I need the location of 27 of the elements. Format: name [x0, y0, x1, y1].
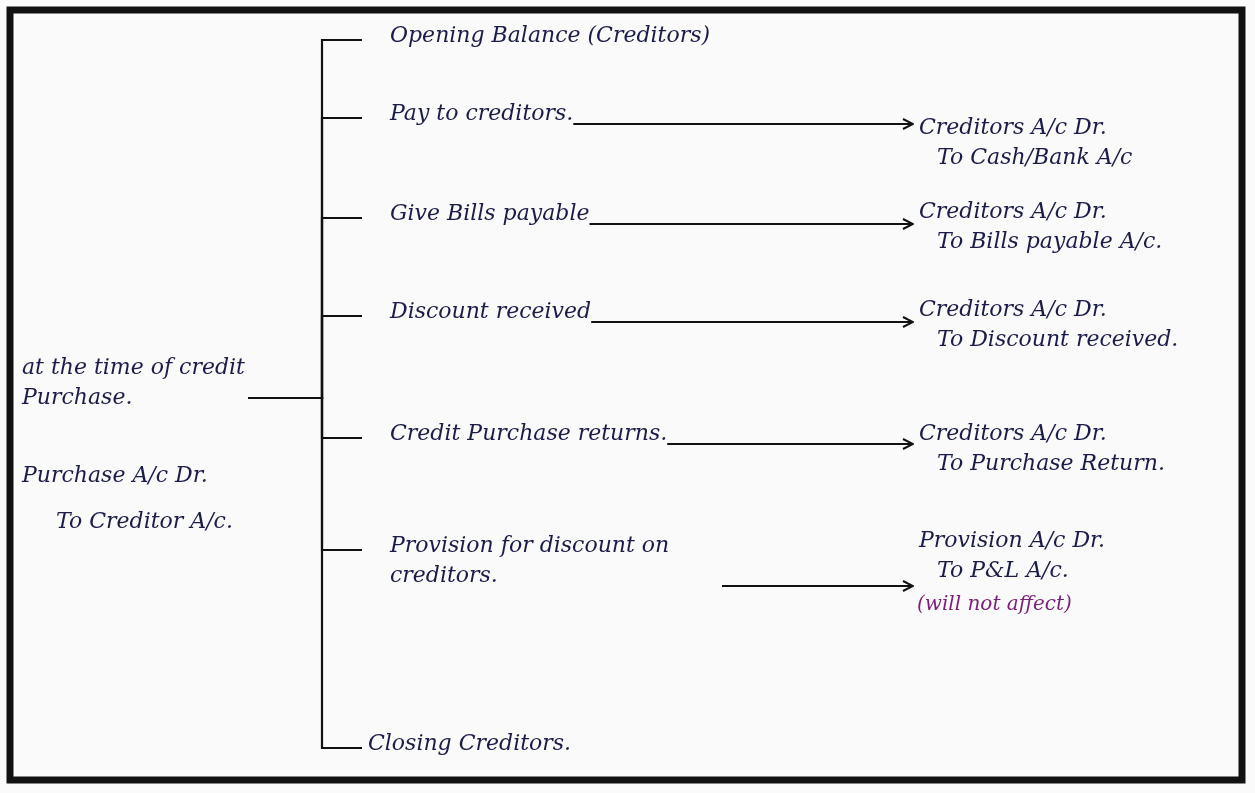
- debit-entry: Creditors A/c Dr.: [919, 295, 1108, 323]
- credit-entry: To Purchase Return.: [936, 448, 1166, 477]
- bracket-line: [248, 396, 362, 750]
- debit-entry: Creditors A/c Dr.: [919, 197, 1108, 225]
- credit-entry: To Bills payable A/c.: [936, 226, 1164, 255]
- debit-entry: Creditors A/c Dr.: [919, 113, 1108, 141]
- credit-entry: To P&L A/c.: [936, 555, 1070, 584]
- item-text: Give Bills payable: [390, 199, 590, 227]
- arrow: [573, 118, 914, 130]
- arrow: [722, 580, 914, 592]
- arrow: [589, 218, 914, 230]
- debit-entry: Provision A/c Dr.: [919, 526, 1107, 554]
- item-text: Credit Purchase returns.: [390, 419, 668, 447]
- arrow: [667, 438, 914, 450]
- journal-entry-text: Purchase A/c Dr.: [22, 462, 208, 487]
- item-text: Provision for discount on creditors.: [390, 531, 671, 589]
- item-text: Closing Creditors.: [368, 729, 572, 757]
- debit-entry: Creditors A/c Dr.: [919, 419, 1108, 447]
- item-text: Discount received: [390, 297, 592, 325]
- credit-entry: To Cash/Bank A/c: [936, 142, 1134, 171]
- item-text: Pay to creditors.: [390, 99, 574, 127]
- credit-entry: To Discount received.: [936, 324, 1180, 353]
- item-text: Opening Balance (Creditors): [390, 21, 711, 49]
- note-text: (will not affect): [917, 591, 1072, 615]
- journal-entry-text: To Creditor A/c.: [56, 508, 233, 533]
- arrow: [591, 316, 914, 328]
- item-text: at the time of credit Purchase.: [22, 353, 246, 411]
